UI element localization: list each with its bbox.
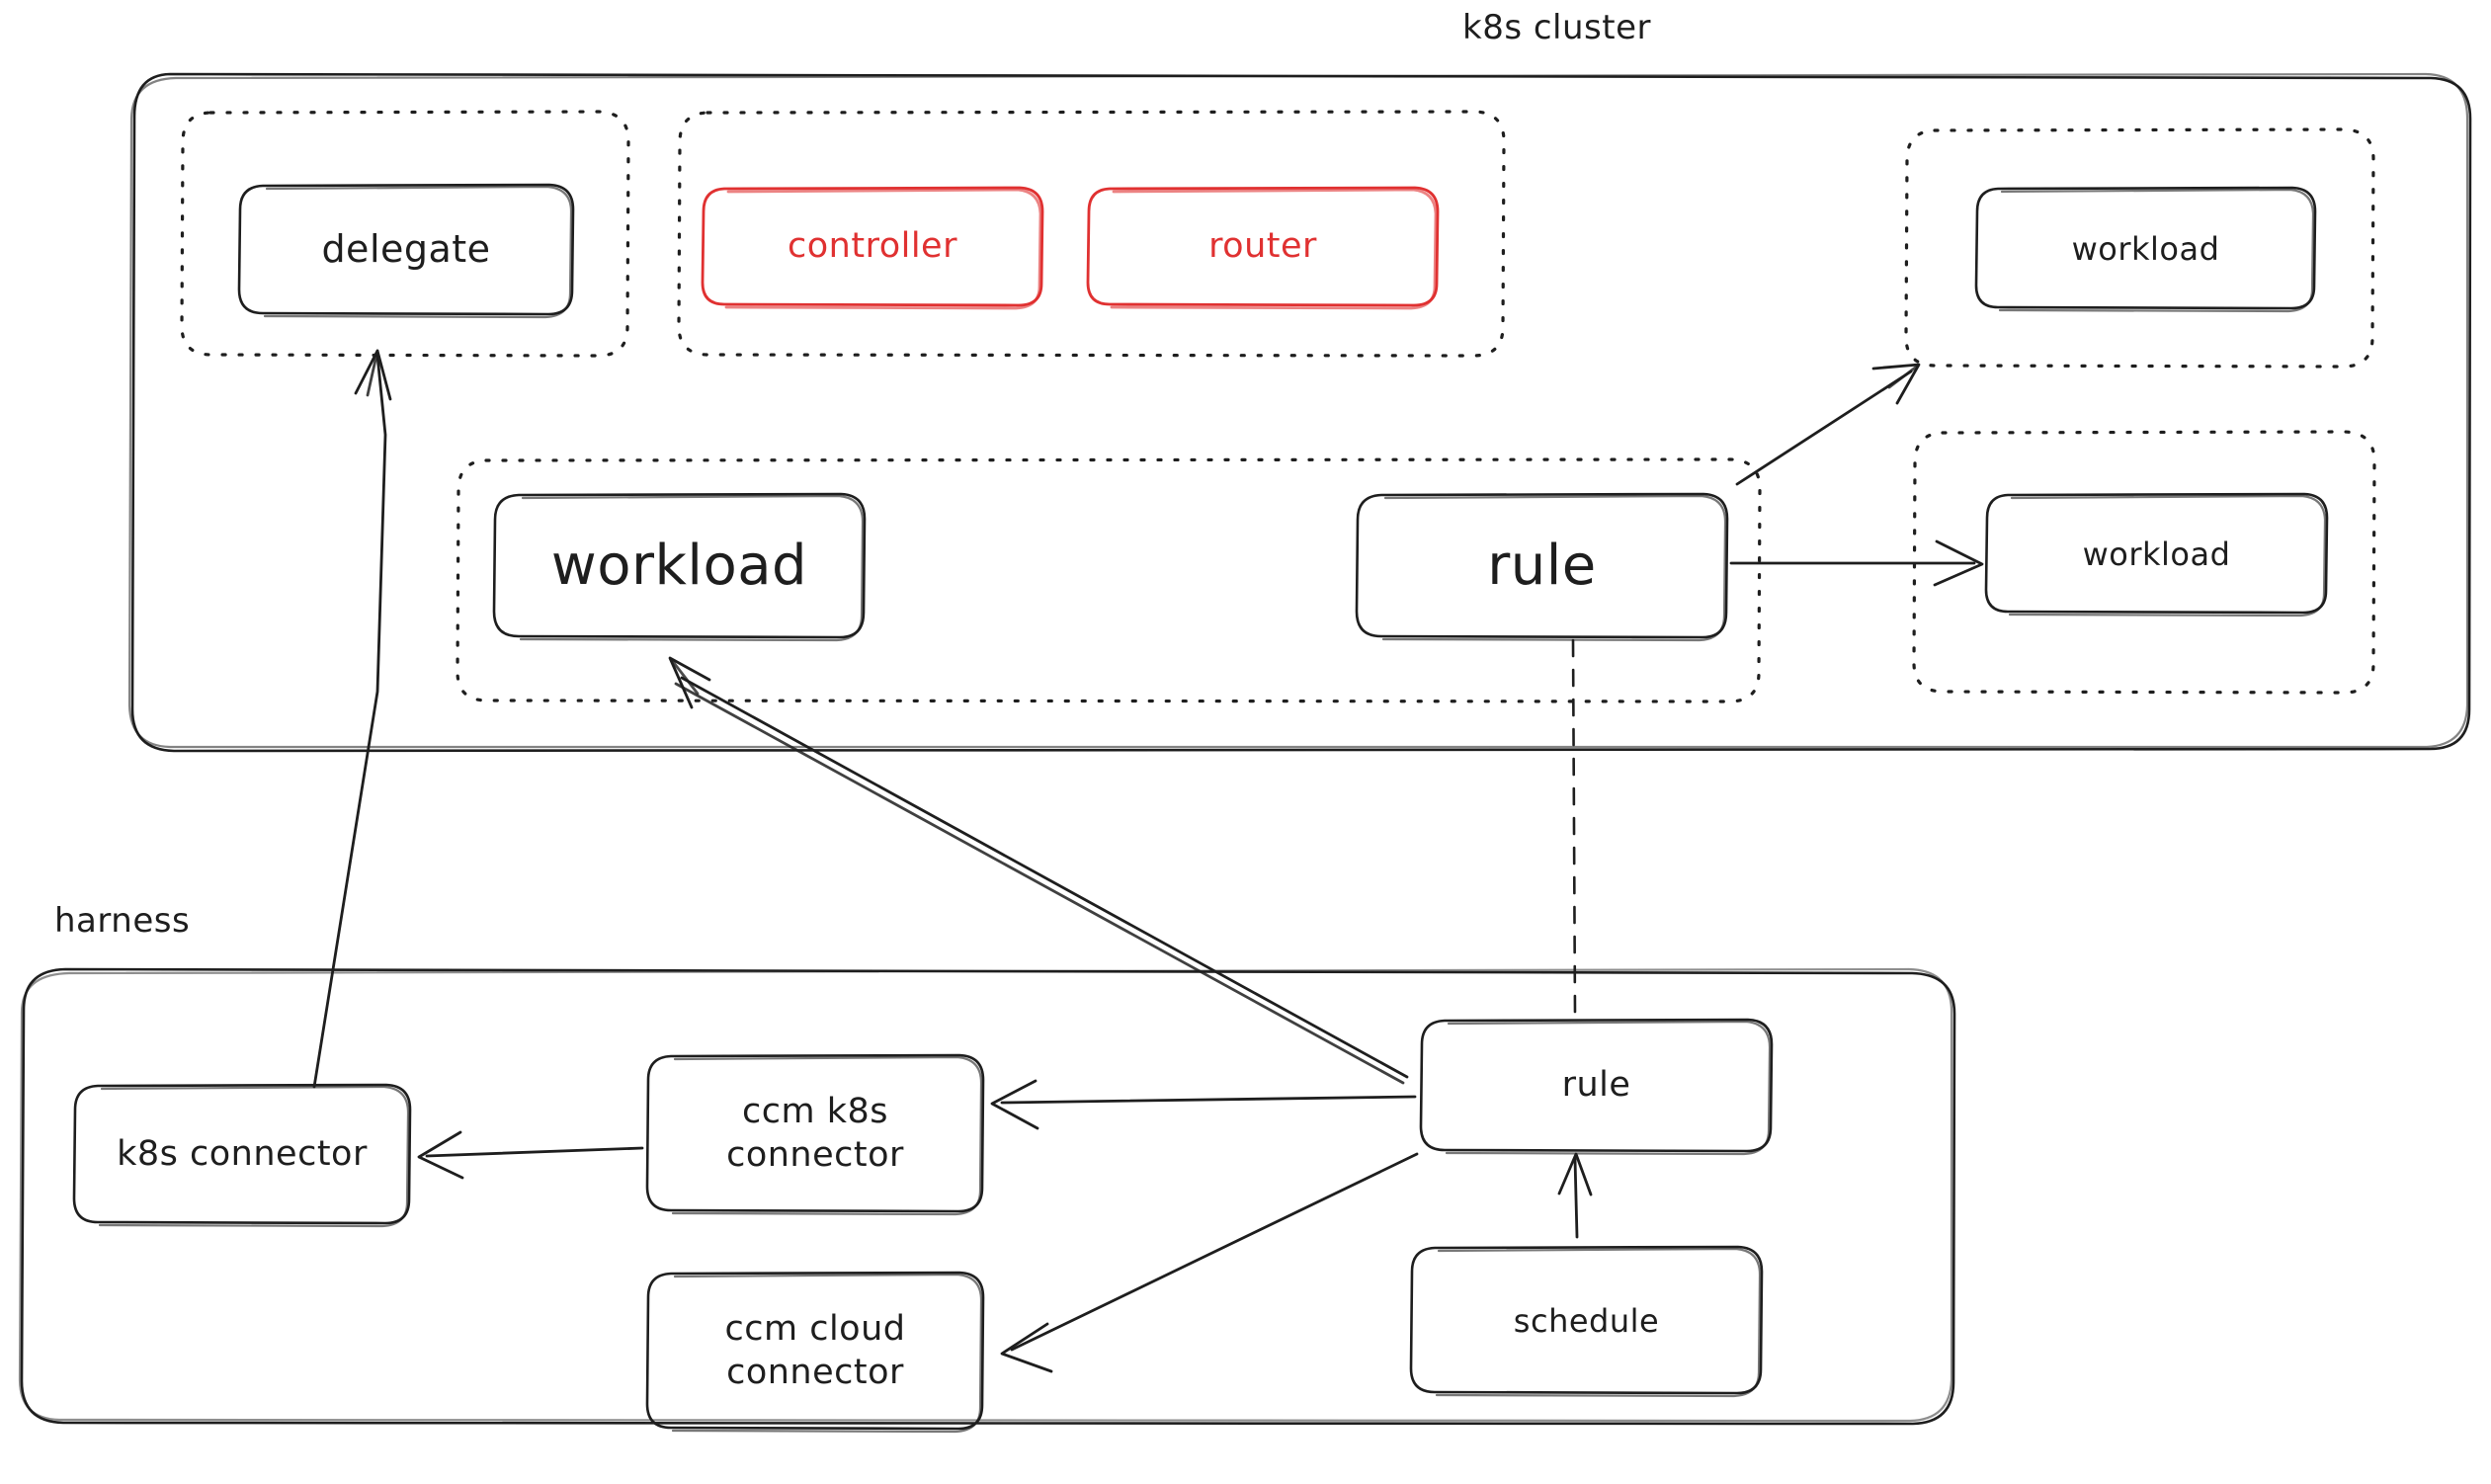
edge-schedule-to-rule-harness bbox=[1557, 1152, 1593, 1239]
node-delegate[interactable] bbox=[237, 183, 575, 319]
group-label-k8s-cluster: k8s cluster bbox=[1462, 8, 1651, 47]
node-rule-cluster[interactable] bbox=[1355, 492, 1729, 642]
edge-ccm-k8s-connector-to-k8s-connector bbox=[417, 1130, 644, 1180]
edge-rule-cluster-to-rule-harness bbox=[1571, 638, 1577, 1018]
dashed-group-workload-ns-bottom-right bbox=[1912, 430, 2376, 695]
dashed-group-delegate-ns bbox=[180, 110, 630, 358]
node-rule-harness[interactable] bbox=[1419, 1018, 1774, 1156]
node-workload-bottom-right[interactable] bbox=[1984, 492, 2329, 618]
dashed-group-controller-router-ns bbox=[677, 110, 1506, 358]
edge-rule-cluster-to-workload-bottom-right bbox=[1729, 539, 1984, 587]
node-router[interactable] bbox=[1086, 186, 1440, 310]
group-harness bbox=[18, 967, 1956, 1426]
node-workload-main[interactable] bbox=[492, 492, 867, 642]
node-ccm-cloud-connector[interactable] bbox=[645, 1271, 985, 1434]
node-k8s-connector[interactable] bbox=[72, 1083, 412, 1228]
group-k8s-cluster bbox=[127, 72, 2472, 753]
node-ccm-k8s-connector[interactable] bbox=[645, 1053, 985, 1216]
node-workload-top-right[interactable] bbox=[1974, 186, 2317, 313]
group-label-harness: harness bbox=[54, 901, 191, 941]
edge-k8s-connector-to-delegate bbox=[312, 349, 392, 1089]
edge-rule-harness-to-ccm-k8s-connector bbox=[990, 1079, 1417, 1130]
node-controller[interactable] bbox=[701, 186, 1044, 310]
node-schedule[interactable] bbox=[1409, 1245, 1764, 1398]
dashed-group-workload-ns-top-right bbox=[1904, 127, 2375, 369]
edge-rule-harness-to-ccm-cloud-connector bbox=[1000, 1152, 1419, 1373]
edge-rule-harness-to-workload-main bbox=[668, 656, 1409, 1085]
edge-rule-cluster-to-workload-top-right bbox=[1735, 363, 1921, 486]
